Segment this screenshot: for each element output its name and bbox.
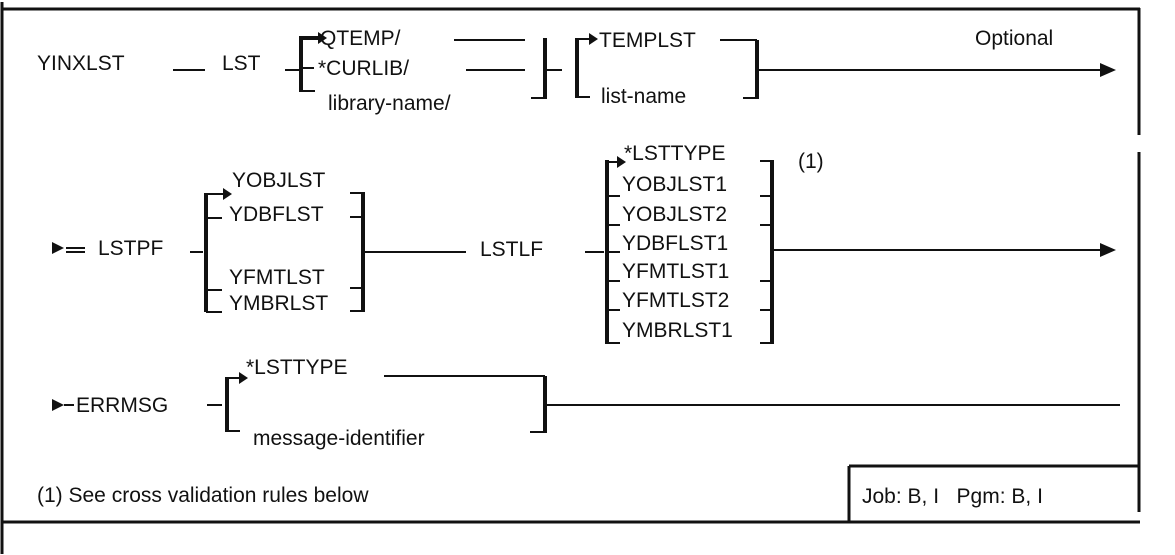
row-lst: YINXLST LST QTEMP/ *CURLIB/ library-name…	[37, 27, 1116, 115]
lstlf-yfmtlst2: YFMTLST2	[622, 289, 729, 312]
diagram-frame	[0, 2, 1141, 554]
job-pgm-label: Job: B, I Pgm: B, I	[862, 485, 1043, 508]
lst-library-curlib: *CURLIB/	[318, 57, 409, 80]
lstpf-ydbflst: YDBFLST	[229, 203, 324, 226]
lstlf-yfmtlst1: YFMTLST1	[622, 260, 729, 283]
lst-library-name: library-name/	[328, 92, 451, 115]
row-lstpf-lstlf: LSTPF YOBJLST YDBFLST YFMTLST YMBRLST LS…	[52, 142, 1116, 344]
row-errmsg: ERRMSG *LSTTYPE message-identifier	[52, 356, 1120, 450]
footnote-marker: (1)	[798, 150, 824, 173]
lst-list-name: list-name	[601, 85, 686, 108]
lstpf-yfmtlst: YFMTLST	[229, 266, 325, 289]
lstlf-ymbrlst1: YMBRLST1	[622, 319, 733, 342]
footnote-text: (1) See cross validation rules below	[37, 484, 369, 507]
optional-label: Optional	[975, 27, 1053, 50]
lstpf-ymbrlst: YMBRLST	[229, 292, 328, 315]
lst-list-default: TEMPLST	[599, 29, 696, 52]
errmsg-default: *LSTTYPE	[246, 356, 348, 379]
lstlf-default: *LSTTYPE	[624, 142, 726, 165]
lstlf-keyword: LSTLF	[480, 238, 543, 261]
lstpf-keyword: LSTPF	[98, 237, 163, 260]
lstlf-ydbflst1: YDBFLST1	[622, 232, 728, 255]
lst-library-default: QTEMP/	[320, 27, 401, 50]
lstlf-yobjlst1: YOBJLST1	[622, 173, 727, 196]
lstpf-default: YOBJLST	[232, 169, 326, 192]
errmsg-message-identifier: message-identifier	[253, 427, 425, 450]
errmsg-keyword: ERRMSG	[76, 394, 168, 417]
lstlf-yobjlst2: YOBJLST2	[622, 203, 727, 226]
command-name: YINXLST	[37, 52, 125, 75]
lst-keyword: LST	[222, 52, 261, 75]
